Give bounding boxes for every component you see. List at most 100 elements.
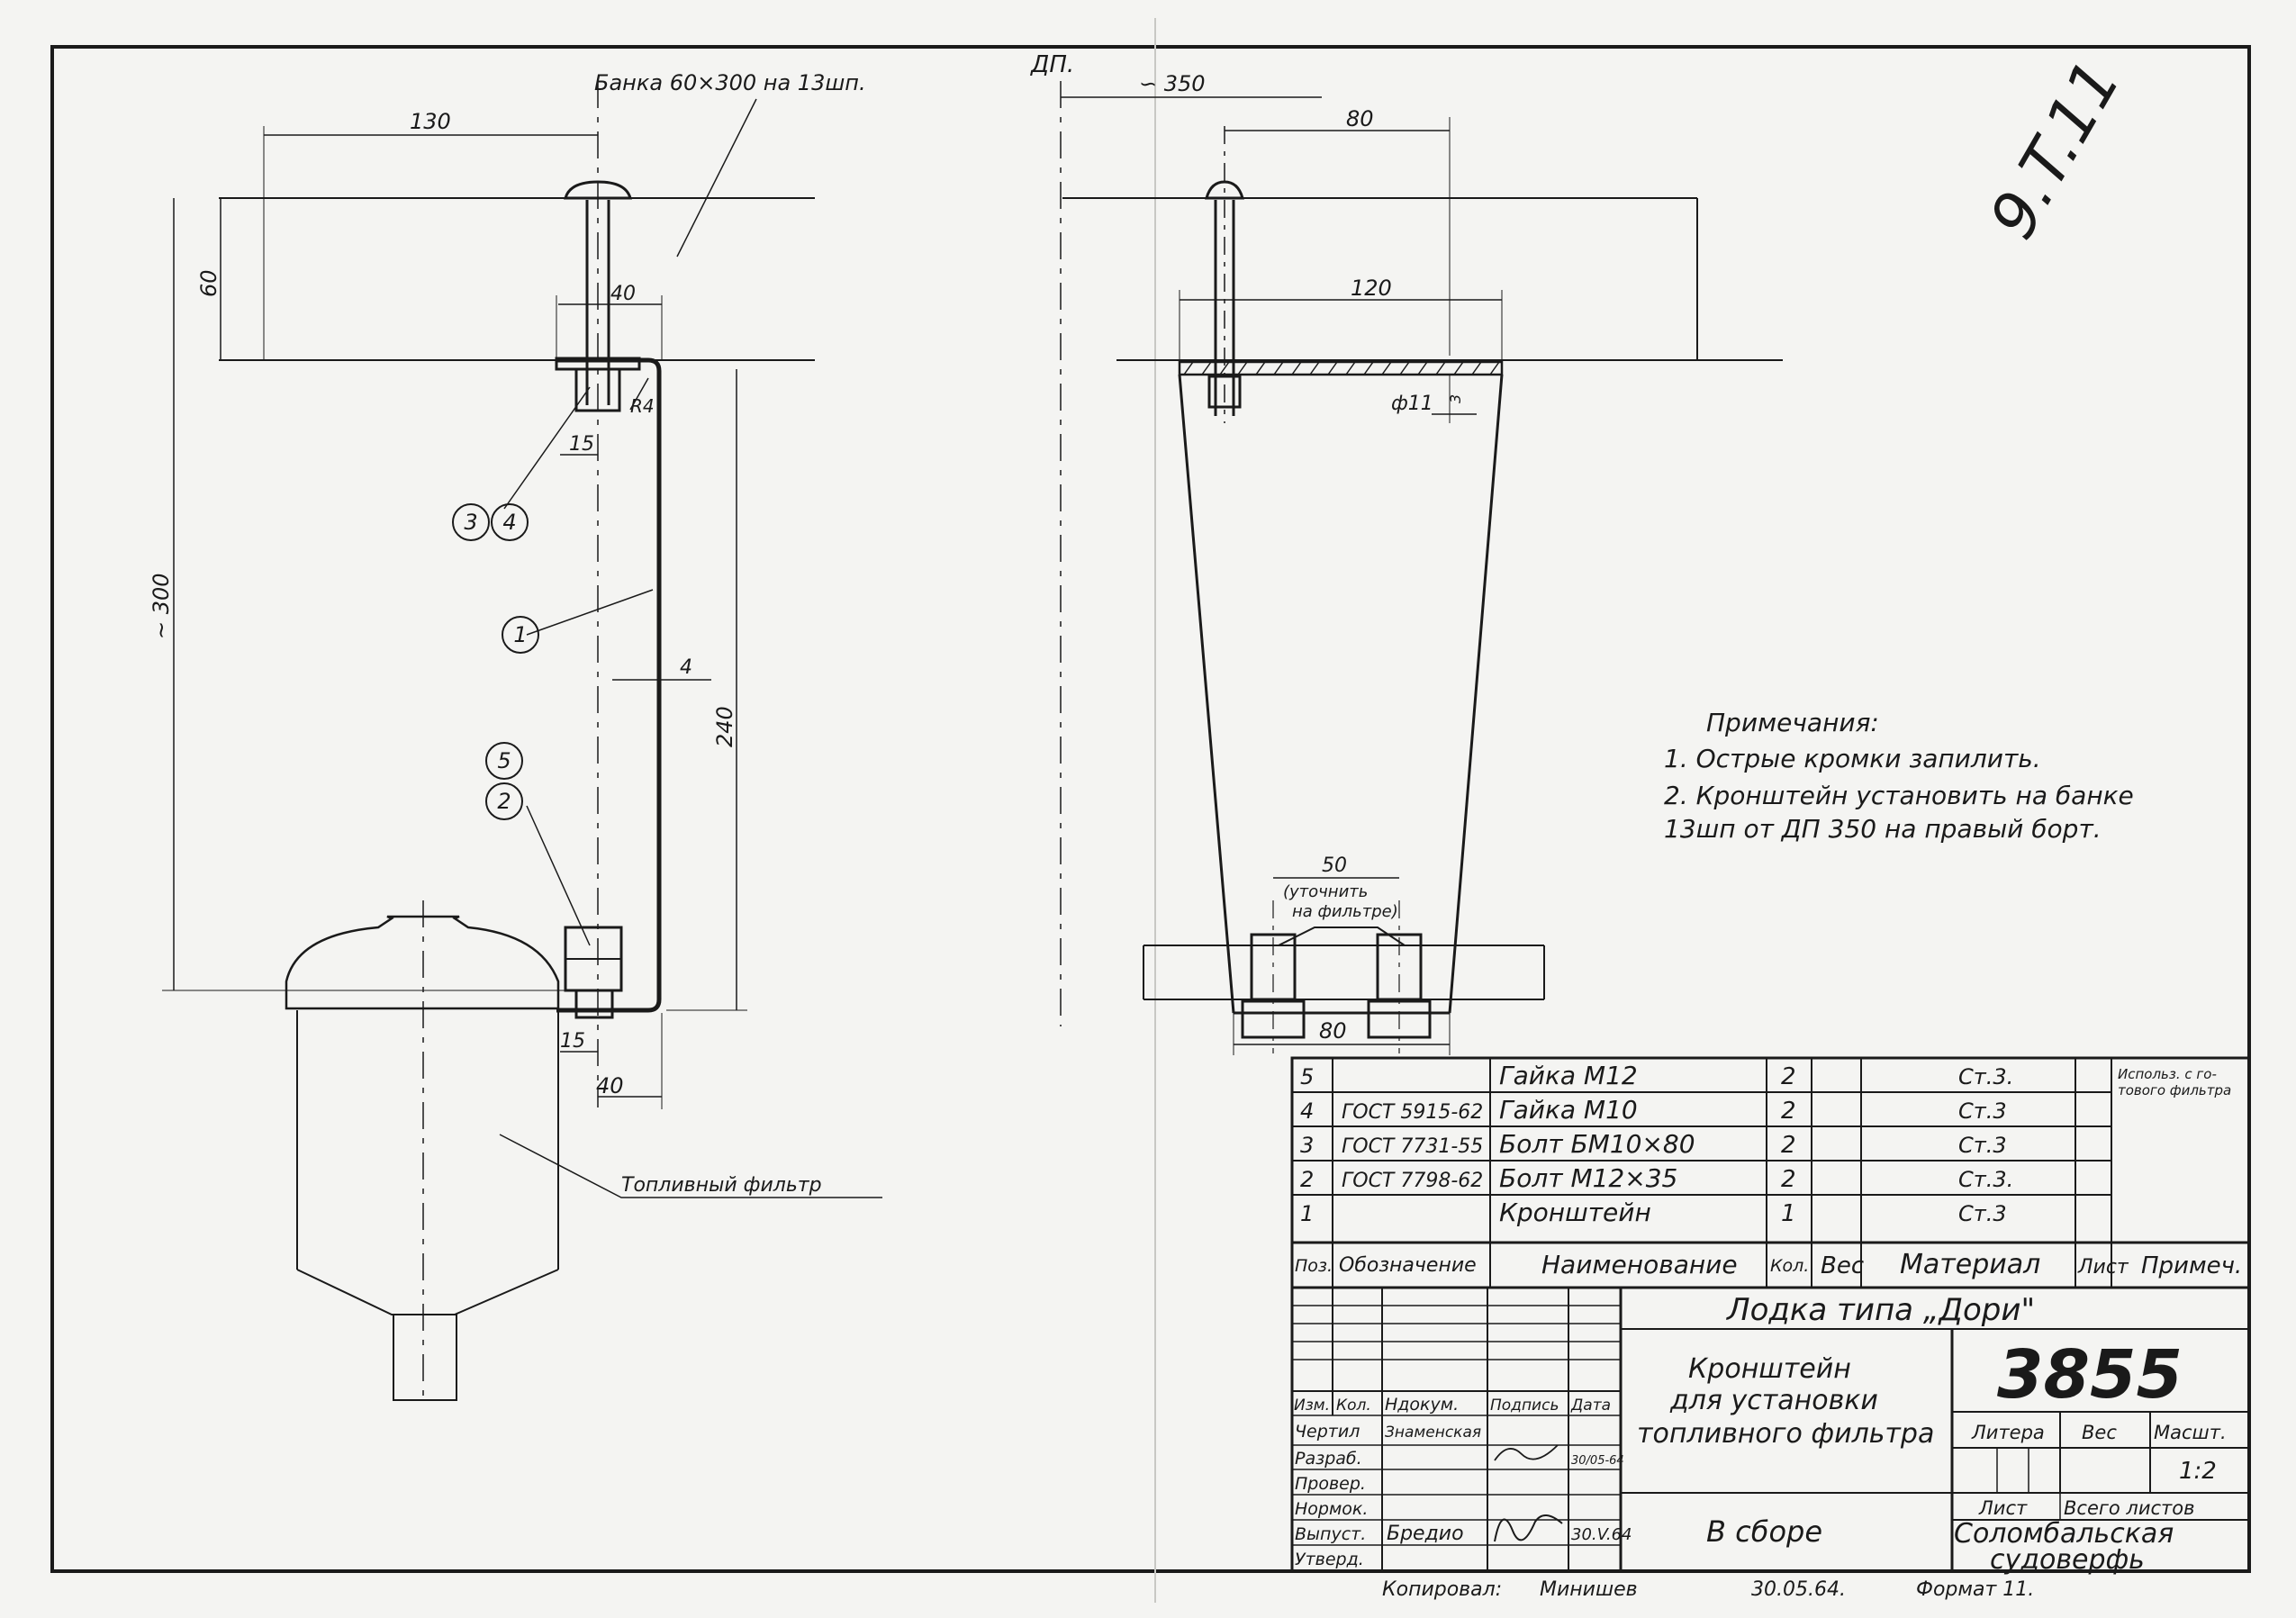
dim-50: 50 [1322, 854, 1347, 877]
sheet-label: Лист [1978, 1497, 2028, 1519]
filter-label: Топливный фильтр [621, 1174, 822, 1197]
bank-label: Банка 60×300 на 13шп. [594, 70, 866, 95]
dim-80-top: 80 [1346, 106, 1374, 131]
bom-name-3: Болт БМ10×80 [1499, 1129, 1695, 1159]
balloon-1 [502, 616, 539, 654]
project-name: Лодка типа „Дори" [1725, 1292, 2035, 1328]
top-nut [574, 367, 621, 412]
balloon-2 [485, 782, 523, 820]
filter-bottom-cone [296, 1269, 559, 1315]
dim-130: 130 [410, 109, 451, 134]
dim-phi11: ф11 [1391, 393, 1433, 415]
filter-cap [285, 915, 560, 1010]
bom-table: 5 Гайка М12 2 Ст.3. 4 ГОСТ 5915-62 Гайка… [1290, 1056, 2251, 1289]
role-issued: Выпуст. [1295, 1524, 1366, 1544]
balloon-3 [452, 503, 490, 541]
role-developed: Разраб. [1295, 1449, 1362, 1469]
balloon-5-label: 5 [497, 748, 511, 773]
bom-pos-5: 5 [1300, 1064, 1314, 1089]
dim-15-top: 15 [569, 433, 594, 456]
dim-r4: R4 [630, 395, 655, 417]
bom-qty-2: 2 [1781, 1166, 1796, 1193]
dim-300: ~ 300 [149, 573, 174, 639]
left-view: Банка 60×300 на 13шп. 130 60 40 R4 15 ~ … [149, 70, 882, 1405]
org-line-2: судоверфь [1990, 1544, 2145, 1576]
bom-name-1: Кронштейн [1499, 1198, 1651, 1227]
bom-header-material: Материал [1900, 1249, 2040, 1280]
margin-note: 9.T.11 [1975, 48, 2135, 250]
balloon-3-label: 3 [464, 510, 477, 535]
bom-desig-3: ГОСТ 7731-55 [1342, 1135, 1483, 1158]
filter-outlet [393, 1314, 457, 1401]
bom-mat-4: Ст.3 [1958, 1098, 2007, 1124]
bom-header-desig: Обозначение [1339, 1254, 1477, 1277]
copier-name: Минишев [1540, 1578, 1638, 1601]
bom-pos-4: 4 [1300, 1098, 1314, 1124]
total-sheets-label: Всего листов [2064, 1497, 2195, 1519]
balloon-5 [485, 742, 523, 780]
sheet-frame [50, 45, 2251, 1573]
bom-mat-2: Ст.3. [1958, 1167, 2013, 1192]
title-frame [1290, 1286, 2251, 1573]
bracket-taper-left [1178, 374, 1235, 1014]
rev-header-kol: Кол. [1336, 1397, 1371, 1415]
dim-clarify-1: (уточнить [1283, 882, 1368, 901]
balloon-4-label: 4 [502, 510, 516, 535]
bom-remark-1: Использ. с го- [2118, 1066, 2217, 1082]
title-line-1: Кронштейн [1688, 1353, 1851, 1385]
dp-label: ДП. [1030, 51, 1074, 78]
rev-header-izm: Изм. [1294, 1397, 1330, 1415]
signature-issued [1494, 1514, 1563, 1542]
bom-qty-4: 2 [1781, 1098, 1796, 1125]
bom-header-remark: Примеч. [2141, 1252, 2242, 1279]
drawing-number: 3855 [1997, 1336, 2183, 1414]
dim-240: 240 [712, 706, 737, 747]
dim-15-bot: 15 [560, 1030, 585, 1053]
dim-clarify-2: на фильтре) [1292, 902, 1398, 921]
dim-3: 3 [1447, 394, 1464, 403]
leader-5-2 [526, 805, 591, 946]
dim-350: ∽ 350 [1139, 71, 1206, 96]
scale-label: Масшт. [2154, 1422, 2227, 1443]
bottom-bolt-head [574, 989, 614, 1019]
notes-line-1: 1. Острые кромки запилить. [1664, 744, 2041, 773]
dim-4: 4 [680, 656, 692, 679]
bracket-top-plate [1178, 360, 1504, 376]
name-drew: Знаменская [1385, 1424, 1481, 1442]
notes-line-2: 2. Кронштейн установить на банке [1664, 781, 2134, 810]
copy-date: 30.05.64. [1751, 1578, 1846, 1601]
leader-1 [526, 589, 654, 636]
title-block: Изм. Кол. Ндокум. Подпись Дата Чертил Зн… [1290, 1286, 2251, 1576]
copied-label: Копировал: [1382, 1578, 1502, 1601]
format-label: Формат 11. [1916, 1578, 2034, 1601]
dim-40-top: 40 [610, 283, 636, 305]
bom-header-qty: Кол. [1770, 1256, 1809, 1276]
name-issued: Бредио [1387, 1523, 1464, 1545]
notes: Примечания: 1. Острые кромки запилить. 2… [1664, 708, 2134, 844]
rev-header-sign: Подпись [1490, 1397, 1559, 1415]
right-view: ДП. ∽ 350 80 120 ф11 3 50 (уточнить на ф… [1030, 51, 1783, 1055]
litera-label: Литера [1971, 1422, 2045, 1443]
bom-qty-3: 2 [1781, 1132, 1796, 1159]
bom-name-4: Гайка М10 [1499, 1095, 1638, 1125]
weight-label: Вес [2082, 1422, 2117, 1443]
bracket-profile [556, 357, 662, 1013]
title-line-2: для установки [1669, 1385, 1878, 1416]
bom-header-pos: Поз. [1295, 1256, 1333, 1276]
balloon-4 [491, 503, 529, 541]
date-issued: 30.V.64 [1571, 1525, 1632, 1544]
role-checked: Провер. [1295, 1474, 1366, 1494]
leader-bank [676, 98, 757, 258]
bom-pos-3: 3 [1300, 1133, 1314, 1158]
notes-line-3: 13шп от ДП 350 на правый борт. [1664, 814, 2102, 844]
bom-name-5: Гайка М12 [1499, 1061, 1638, 1090]
leader-r4 [629, 377, 649, 411]
rev-header-date: Дата [1570, 1397, 1611, 1415]
bom-header-weight: Вес [1821, 1252, 1864, 1279]
bom-qty-5: 2 [1781, 1063, 1796, 1090]
bom-name-2: Болт М12×35 [1499, 1163, 1677, 1193]
org-line-1: Соломбальская [1954, 1518, 2174, 1550]
bom-header-name: Наименование [1541, 1250, 1738, 1279]
